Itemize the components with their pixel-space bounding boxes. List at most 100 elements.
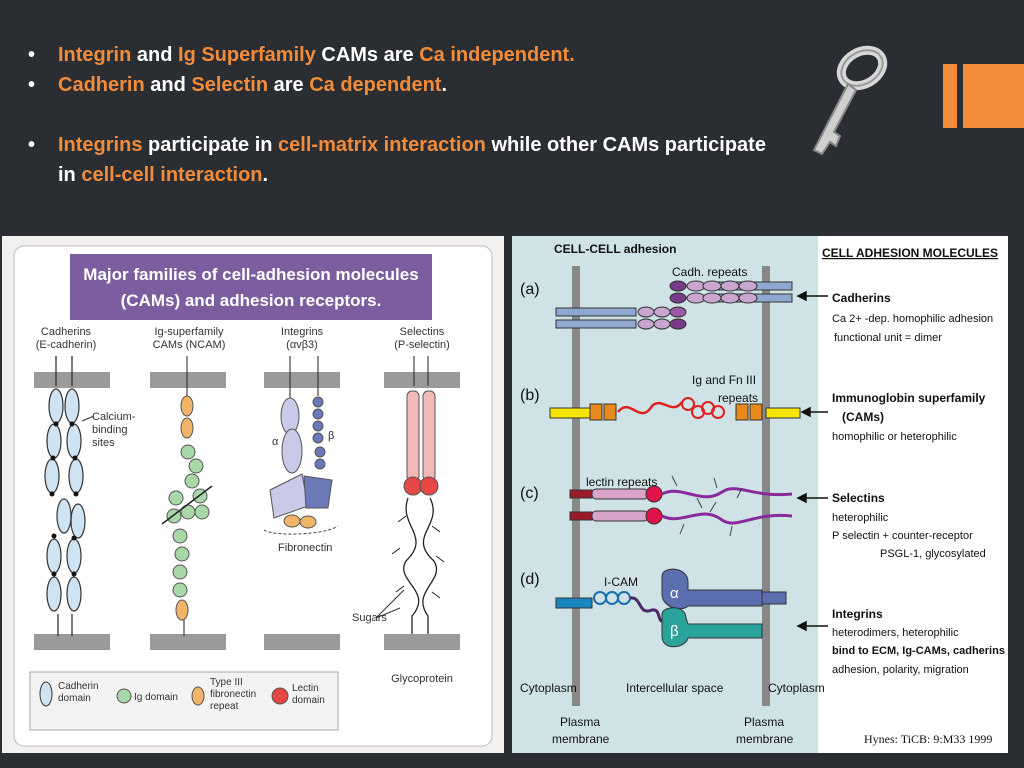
annot-cadherins-1: Ca 2+ -dep. homophilic adhesion — [832, 313, 993, 325]
cadherin-pair — [555, 280, 793, 330]
plasma-right: Plasma — [744, 715, 784, 729]
bullet-text: are — [268, 74, 310, 96]
right-membrane — [762, 266, 770, 706]
integrin-beta-d: β — [670, 623, 679, 640]
key-icon — [812, 45, 888, 156]
left-figure-title-2: (CAMs) and adhesion receptors. — [121, 291, 382, 310]
annot-selectins-3: PSGL-1, glycosylated — [880, 548, 986, 560]
citation: Hynes: TiCB: 9:M33 1999 — [864, 732, 992, 746]
membrane-bottom — [34, 634, 460, 650]
annot-selectins-title: Selectins — [832, 491, 885, 505]
annot-integrins-1: heterodimers, heterophilic — [832, 627, 959, 639]
integrin-alpha-label: α — [272, 436, 279, 448]
bullet-text: participate in — [142, 134, 279, 156]
bullet-1: •Integrin and Ig Superfamily CAMs are Ca… — [28, 44, 575, 66]
cell-cell-adhesion-figure: CELL-CELL adhesion CELL ADHESION MOLECUL… — [512, 236, 1008, 753]
highlighted-term: cell-matrix interaction — [278, 134, 486, 156]
calcium-label-1: Calcium- — [92, 411, 136, 423]
legend-cadherin-2: domain — [58, 693, 91, 704]
annot-selectins-2: P selectin + counter-receptor — [832, 530, 973, 542]
legend-lectin-swatch — [271, 687, 289, 705]
bullet-text: CAMs are — [315, 44, 420, 66]
col-cadherins-name: Cadherins — [41, 326, 92, 338]
bullet-text: while other CAMs participate in — [58, 134, 766, 186]
highlighted-term: Integrin — [58, 44, 132, 66]
bullet-3: •Integrins participate in cell-matrix in… — [28, 134, 766, 186]
glycoprotein-label: Glycoprotein — [391, 673, 453, 685]
highlighted-term: Selectin — [191, 74, 269, 96]
selectin-molecule — [391, 356, 445, 634]
annot-cadherins-2: functional unit = dimer — [834, 332, 942, 344]
col-integrins-sub: (αvβ3) — [286, 339, 318, 351]
right-header-right: CELL ADHESION MOLECULES — [822, 246, 998, 260]
cytoplasm-right: Cytoplasm — [768, 681, 825, 695]
annot-ig-title: Immunoglobin superfamily — [832, 391, 986, 405]
annot-integrins-2: bind to ECM, Ig-CAMs, cadherins — [832, 645, 1005, 657]
integrin-beta-label: β — [328, 430, 334, 442]
highlighted-term: Ig Superfamily — [178, 44, 316, 66]
label-b: (b) — [520, 387, 540, 404]
highlighted-term: Ca independent. — [419, 44, 575, 66]
lectin-repeats-label: lectin repeats — [586, 475, 657, 489]
membrane-left: membrane — [552, 732, 610, 746]
annotation-arrows — [796, 290, 828, 632]
annot-ig-1: (CAMs) — [842, 410, 884, 424]
annot-integrins-title: Integrins — [832, 607, 883, 621]
legend-cadherin-swatch — [39, 681, 53, 707]
ig-fn-label-2: repeats — [718, 391, 758, 405]
highlighted-term: Integrins — [58, 134, 143, 156]
corner-decoration — [943, 64, 1024, 128]
membrane-right: membrane — [736, 732, 794, 746]
integrin-alpha-d: α — [670, 585, 679, 602]
bullet-list: •Integrin and Ig Superfamily CAMs are Ca… — [28, 40, 788, 190]
col-ig-sub: CAMs (NCAM) — [153, 339, 226, 351]
annot-ig-2: homophilic or heterophilic — [832, 431, 957, 443]
annot-selectins-1: heterophilic — [832, 512, 889, 524]
fibronectin-label: Fibronectin — [278, 542, 332, 554]
legend-fn-1: Type III — [210, 677, 243, 688]
bullet-text: . — [262, 164, 269, 186]
membrane-top — [34, 372, 460, 388]
calcium-label-2: binding — [92, 424, 127, 436]
bullet-text: and — [131, 44, 179, 66]
bullet-gap — [28, 100, 788, 130]
bullet-text: . — [441, 74, 448, 96]
highlighted-term: Cadherin — [58, 74, 145, 96]
ig-cam-molecules — [161, 356, 213, 636]
legend-fn-swatch — [191, 686, 205, 706]
label-d: (d) — [520, 571, 540, 588]
label-c: (c) — [520, 485, 539, 502]
col-selectins-name: Selectins — [400, 326, 445, 338]
bullet-2: •Cadherin and Selectin are Ca dependent. — [28, 74, 448, 96]
col-cadherins-sub: (E-cadherin) — [36, 339, 97, 351]
annot-cadherins-title: Cadherins — [832, 291, 891, 305]
integrin-heterodimer — [263, 356, 339, 535]
cytoplasm-left: Cytoplasm — [520, 681, 577, 695]
plasma-left: Plasma — [560, 715, 600, 729]
ig-cam-pair — [549, 397, 801, 421]
col-integrins-name: Integrins — [281, 326, 324, 338]
intercellular-space: Intercellular space — [626, 681, 724, 695]
cam-families-figure: Major families of cell-adhesion molecule… — [2, 236, 504, 753]
sugars-label: Sugars — [352, 612, 387, 624]
icam-label: I-CAM — [604, 575, 638, 589]
col-ig-name: Ig-superfamily — [154, 326, 224, 338]
ig-fn-label-1: Ig and Fn III — [692, 373, 756, 387]
calcium-label-3: sites — [92, 437, 115, 449]
label-a: (a) — [520, 281, 540, 298]
annot-integrins-3: adhesion, polarity, migration — [832, 664, 969, 676]
bullet-text: and — [144, 74, 192, 96]
highlighted-term: Ca dependent — [309, 74, 442, 96]
left-figure-title-1: Major families of cell-adhesion molecule… — [83, 265, 418, 284]
col-selectins-sub: (P-selectin) — [394, 339, 450, 351]
legend-fn-3: repeat — [210, 701, 239, 712]
highlighted-term: cell-cell interaction — [81, 164, 263, 186]
cadh-repeats-label: Cadh. repeats — [672, 265, 747, 279]
legend-fn-2: fibronectin — [210, 689, 256, 700]
legend-ig-swatch — [116, 688, 132, 704]
right-header-left: CELL-CELL adhesion — [554, 242, 676, 256]
selectin-pair — [569, 475, 793, 537]
legend-cadherin-1: Cadherin — [58, 681, 99, 692]
integrin-icam — [555, 568, 787, 648]
legend-lectin-1: Lectin — [292, 683, 319, 694]
